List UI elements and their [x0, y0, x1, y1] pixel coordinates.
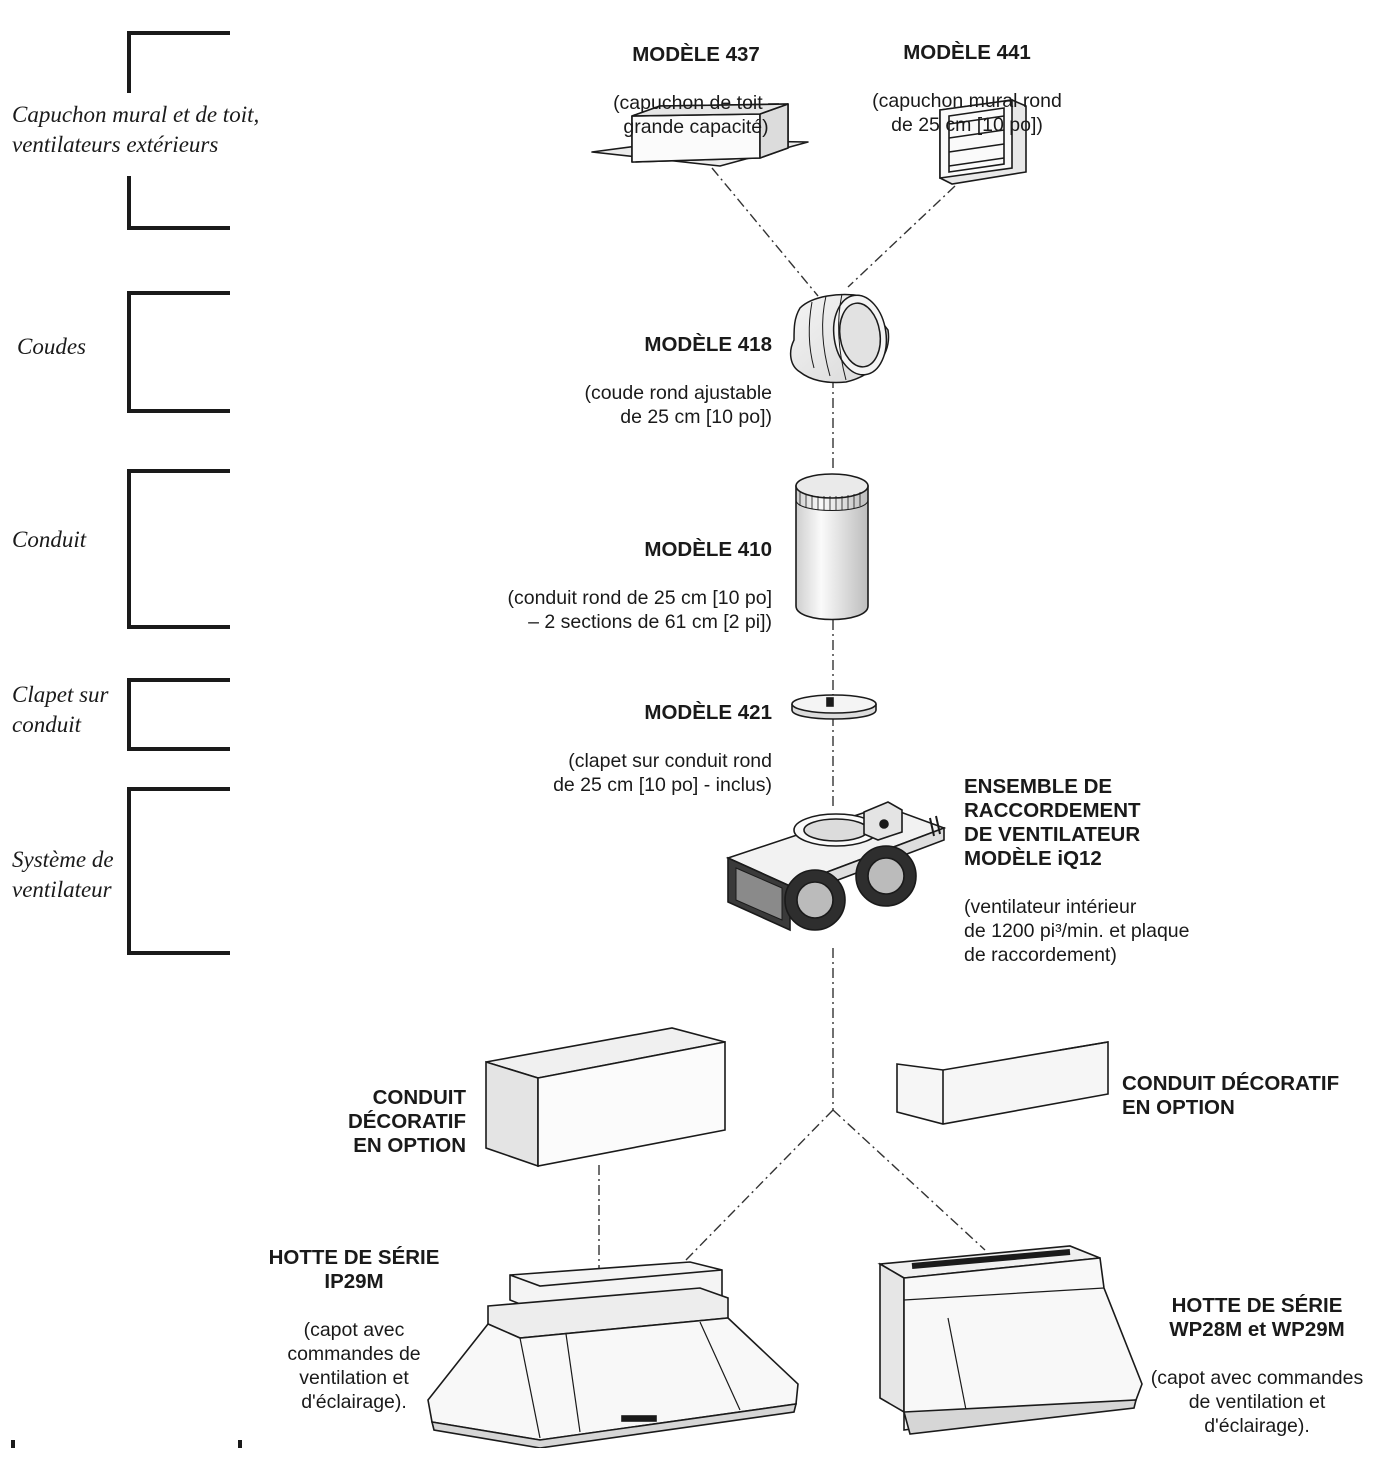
duct-410-drawing [795, 473, 869, 621]
hood-wp28m-title: HOTTE DE SÉRIE WP28M et WP29M [1169, 1294, 1345, 1341]
model-410-title: MODÈLE 410 [644, 538, 772, 561]
decorative-duct-left-title: CONDUIT DÉCORATIF EN OPTION [347, 1086, 466, 1157]
decorative-duct-left-drawing [485, 1027, 726, 1168]
iq12-desc: (ventilateur intérieur de 1200 pi³/min. … [964, 896, 1190, 966]
hood-wp28m-desc: (capot avec commandes de ventilation et … [1150, 1367, 1364, 1437]
bracket-duct [127, 469, 230, 629]
bracket-caps-bottom [127, 176, 230, 230]
decorative-duct-right-title: CONDUIT DÉCORATIF EN OPTION [1122, 1072, 1340, 1119]
category-label-elbows: Coudes [17, 334, 86, 359]
label-iq12: ENSEMBLE DE RACCORDEMENT DE VENTILATEUR … [964, 751, 1254, 991]
category-label-blower: Système de ventilateur [12, 847, 114, 902]
category-label-duct: Conduit [12, 527, 87, 552]
label-model-437: MODÈLE 437 (capuchon de toit – grande ca… [586, 19, 806, 163]
model-421-title: MODÈLE 421 [644, 701, 772, 724]
model-421-desc: (clapet sur conduit rond de 25 cm [10 po… [553, 750, 772, 796]
bracket-elbows [127, 291, 230, 413]
roof-cap-437-drawing [591, 103, 809, 167]
hood-ip29m-drawing [427, 1261, 799, 1448]
category-label-damper: Clapet sur conduit [12, 682, 109, 737]
wall-cap-441-drawing [939, 99, 1027, 185]
model-437-title: MODÈLE 437 [632, 43, 760, 66]
model-418-desc: (coude rond ajustable de 25 cm [10 po]) [584, 382, 772, 428]
model-410-desc: (conduit rond de 25 cm [10 po] – 2 secti… [507, 587, 773, 633]
label-decorative-duct-right: CONDUIT DÉCORATIF EN OPTION [1122, 1048, 1372, 1144]
hood-wp28m-drawing [877, 1245, 1143, 1435]
label-model-410: MODÈLE 410 (conduit rond de 25 cm [10 po… [440, 514, 773, 658]
bracket-partial [11, 1440, 242, 1448]
damper-421-drawing [791, 694, 877, 720]
label-model-418: MODÈLE 418 (coude rond ajustable de 25 c… [520, 309, 772, 453]
category-label-caps: Capuchon mural et de toit, ventilateurs … [12, 102, 260, 157]
label-hood-wp28m: HOTTE DE SÉRIE WP28M et WP29M (capot ave… [1132, 1270, 1382, 1462]
bracket-caps-top [127, 31, 230, 93]
label-decorative-duct-left: CONDUIT DÉCORATIF EN OPTION [300, 1062, 466, 1182]
bracket-damper [127, 678, 230, 751]
model-437-desc: (capuchon de toit – grande capacité) [613, 92, 779, 138]
label-hood-ip29m: HOTTE DE SÉRIE IP29M (capot avec command… [244, 1222, 464, 1438]
label-model-421: MODÈLE 421 (clapet sur conduit rond de 2… [480, 677, 772, 821]
hood-ip29m-title: HOTTE DE SÉRIE IP29M [268, 1246, 440, 1293]
blower-iq12-drawing [725, 801, 947, 932]
bracket-blower [127, 787, 230, 955]
category-brackets [11, 31, 242, 1448]
elbow-418-drawing [789, 293, 890, 384]
connector-lines [598, 167, 986, 1278]
label-model-441: MODÈLE 441 (capuchon mural rond de 25 cm… [852, 17, 1082, 161]
model-441-title: MODÈLE 441 [903, 41, 1031, 64]
decorative-duct-right-drawing [896, 1041, 1109, 1125]
model-441-desc: (capuchon mural rond de 25 cm [10 po]) [872, 90, 1062, 136]
model-418-title: MODÈLE 418 [644, 333, 772, 356]
hood-ip29m-desc: (capot avec commandes de ventilation et … [287, 1319, 421, 1413]
iq12-title: ENSEMBLE DE RACCORDEMENT DE VENTILATEUR … [964, 775, 1141, 870]
